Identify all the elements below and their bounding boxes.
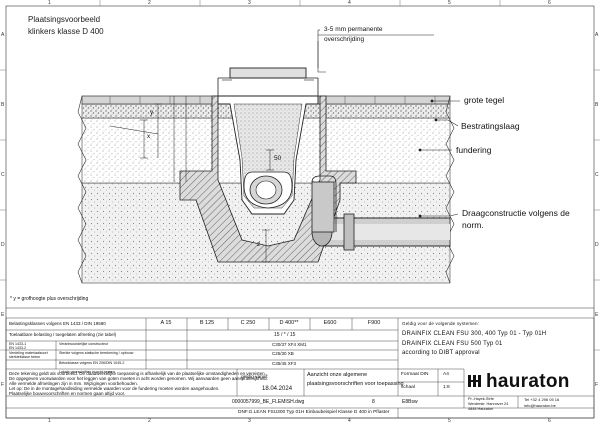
grid-number: 5 [448,418,451,424]
load-classes-label: Belastingsklassen volgens EN 1433 / DIN … [9,321,106,326]
grating [229,67,307,79]
systems-header: Geldig voor de volgende systemen: [402,321,480,326]
support-label: Draagconstructie volgens de [462,208,570,218]
grid-letter: D [595,242,599,248]
grid-letter: B [595,102,599,108]
bedding-label: Bestratingslaag [461,121,520,131]
document-number: 0000057999_BE_FLEMISH.dwg [232,399,305,405]
format-value: A4 [443,372,449,377]
strength-label: Sterkte volgens statische berekening / o… [59,351,134,355]
class-b125: B 125 [199,320,215,326]
grid-number: 2 [148,0,151,6]
address-line: Werderstr. Hannover 24 [468,402,509,406]
dim-y: y [150,109,154,116]
grid-letter: F [595,382,599,388]
grid-letter: B [1,102,5,108]
system-description: DRAINFIX CLEAN FSU 500 Typ 01 [402,341,503,347]
note-line: Let op: De in de montagehandleiding verm… [9,386,220,391]
spec-value: C35/45 XF3 [272,361,297,366]
material-label: Verdeling materiaalsoort sterkteklasse b… [9,351,48,359]
class-e600: E600 [323,320,337,326]
class-d400: D 400** [279,320,299,326]
address-line: Pr.-Hayek-Strfe [468,397,494,401]
dim-z: z [257,241,261,248]
grid-number: 2 [148,418,151,424]
scale-value: 1:8 [443,385,450,390]
grid-letter: F [1,382,5,388]
tile-label: grote tegel [464,95,505,105]
note-line: Alle vermelde afmetingen zijn in mm. Wij… [9,381,139,386]
grid-number: 6 [548,0,551,6]
grid-number: 3 [248,0,251,6]
change-note: Aanzicht onze algemene [307,372,368,378]
grid-letter: C [1,172,5,178]
valid-from-label: geldig vanaf: [241,375,269,380]
grid-letter: E [1,312,5,318]
language-code: E8Bsw [402,399,418,405]
system-description: DRAINFIX CLEAN FSU 300, 400 Typ 01 - Typ… [402,331,547,337]
grid-number: 3 [248,418,251,424]
spec-value: 15 / * / 15 [274,332,296,338]
revision: 8 [372,399,375,405]
note-line: Deze tekening geldt als voorbeeld. De da… [9,371,266,376]
concrete-class-label: Betonklasse volgens EN 206/DIN 1045-2 [59,361,125,365]
grid-letter: E [595,312,599,318]
grid-number: 5 [448,0,451,6]
grid-number: 1 [48,0,51,6]
outlet-pipe [311,175,451,251]
change-note: plaatsingsvoorschriften voor toepassing [307,381,404,387]
spec-value: C25/30 XB [272,351,294,356]
permissible-load-label: Toelaatbare belasting / toegelaten afmet… [9,332,117,337]
grid-letter: A [1,32,5,38]
footer-file: DNF.G.LEAN FSU300 Typ 01H Einbaubeispiel… [238,410,390,415]
foundation-label: fundering [456,145,492,155]
paving-right [317,95,451,105]
local-rules-label: Lokale voorschriften in acht nemen [59,370,115,374]
valid-from-date: 18.04.2024 [262,386,293,392]
grid-letter: A [595,32,599,38]
grid-number: 4 [348,418,351,424]
company-logo [468,373,484,389]
overshoot-label: 3-5 mm permanente [324,26,383,33]
footnote: * y = grofhoogte plus overschrijding [10,296,89,302]
paving-left [81,95,219,105]
drawing-subtitle: klinkers klasse D 400 [28,27,104,36]
grid-number: 4 [348,0,351,6]
scale-label: schaal [401,385,415,390]
grid-letter: D [1,242,5,248]
logo-icon [468,375,481,387]
drawing-title: Plaatsingsvoorbeeld [28,15,101,24]
class-a15: A 15 [160,320,172,326]
en-norm-label: EN 1433-1 EN 1433-2 [9,342,27,350]
grid-number: 1 [48,418,51,424]
system-description: according to DIBT approval [402,350,480,356]
address-line: 4848 Hauraton [468,407,494,411]
grid-letter: C [595,172,599,178]
format-label: Formaat DIN [401,372,429,377]
constructor-label: Verantwoordelijke constructeur [59,342,109,346]
class-c250: C 250 [240,320,256,326]
dim-50: 50 [274,155,282,162]
spec-value: C30/37 XF4 XM1 [272,342,307,347]
grid-number: 6 [548,418,551,424]
note-line: Plaatselijke bouwvoorschriften en normen… [9,391,126,396]
dim-x: x [147,133,151,140]
class-f900: F900 [367,320,381,326]
overshoot-label: overschrijding [324,36,365,43]
email: info@hauraton.be [524,403,556,408]
phone: Tel +32 4 296 05 16 [524,397,560,402]
note-line: De opgegeven voorwaarden voor het leggen… [9,376,268,381]
support-label: norm. [462,220,484,230]
company-name: hauraton [486,371,570,392]
